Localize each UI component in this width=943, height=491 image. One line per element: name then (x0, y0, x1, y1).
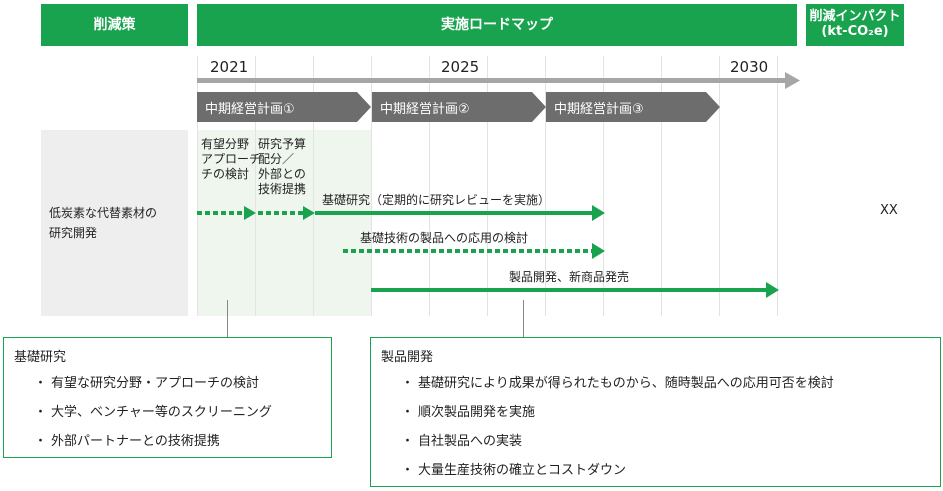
year-2021: 2021 (210, 58, 249, 76)
grid-line (545, 56, 546, 316)
arrow-head (766, 282, 779, 298)
box-title: 基礎研究 (14, 350, 67, 365)
list-item: 基礎研究により成果が得られたものから、随時製品への応用可否を検討 (381, 369, 940, 398)
step-note-line: チの検討 (201, 167, 250, 181)
row-label-background (41, 130, 188, 316)
list-item: 自社製品への実装 (381, 427, 940, 456)
phase-2: 中期経営計画② (372, 92, 546, 122)
grid-line (487, 56, 488, 316)
list-item: 大学、ベンチャー等のスクリーニング (14, 398, 331, 427)
box-basic-research: 基礎研究 有望な研究分野・アプローチの検討 大学、ベンチャー等のスクリーニング … (3, 337, 332, 458)
step-note-assessment: 有望分野 アプローチ チの検討 (201, 137, 261, 182)
header-impact-title: 削減インパクト (809, 9, 901, 25)
row-label-line: 研究開発 (49, 226, 98, 241)
box-list: 有望な研究分野・アプローチの検討 大学、ベンチャー等のスクリーニング 外部パート… (14, 369, 331, 456)
step-note-line: 有望分野 (201, 137, 250, 151)
connector-research (227, 300, 228, 337)
grid-line (197, 56, 198, 316)
arrow-head (244, 206, 256, 220)
grid-line (371, 56, 372, 316)
step-note-partnership: 研究予算 配分／ 外部との 技術提携 (258, 137, 306, 197)
list-item: 外部パートナーとの技術提携 (14, 427, 331, 456)
timeline-arrow (197, 72, 800, 89)
box-list: 基礎研究により成果が得られたものから、随時製品への応用可否を検討 順次製品開発を… (381, 369, 940, 485)
year-2030: 2030 (730, 58, 769, 76)
grid-line (603, 56, 604, 316)
step-note-line: 技術提携 (258, 182, 307, 196)
grid-line (661, 56, 662, 316)
arrow-head (592, 243, 605, 259)
step-note-line: アプローチ (201, 152, 262, 166)
step-note-line: 外部との (258, 167, 306, 181)
year-2025: 2025 (441, 58, 480, 76)
header-impact: 削減インパクト (kt-CO₂e) (806, 4, 904, 46)
step-note-line: 配分／ (258, 152, 295, 166)
phase-1: 中期経営計画① (197, 92, 371, 122)
box-product-dev: 製品開発 基礎研究により成果が得られたものから、随時製品への応用可否を検討 順次… (370, 337, 941, 487)
label-product-dev: 製品開発、新商品発売 (509, 270, 630, 284)
label-basic-research: 基礎研究（定期的に研究レビューを実施） (322, 193, 551, 207)
row-label: 低炭素な代替素材の 研究開発 (49, 203, 157, 244)
grid-line (429, 56, 430, 316)
header-impact-unit: (kt-CO₂e) (821, 24, 889, 39)
grid-line (313, 56, 314, 316)
header-roadmap: 実施ロードマップ (197, 4, 797, 46)
connector-product (523, 300, 524, 337)
grid-line (255, 56, 256, 316)
list-item: 有望な研究分野・アプローチの検討 (14, 369, 331, 398)
arrow-head (592, 205, 605, 221)
impact-value: XX (880, 203, 898, 218)
box-title: 製品開発 (381, 350, 434, 365)
header-measures: 削減策 (41, 4, 188, 46)
row-label-line: 低炭素な代替素材の (49, 206, 158, 220)
phase1-shade (197, 130, 371, 316)
phase-3: 中期経営計画③ (546, 92, 720, 122)
arrow-head (303, 206, 315, 220)
list-item: 大量生産技術の確立とコストダウン (381, 456, 940, 485)
label-application: 基礎技術の製品への応用の検討 (360, 231, 529, 245)
grid-line (719, 56, 720, 316)
list-item: 順次製品開発を実施 (381, 398, 940, 427)
step-note-line: 研究予算 (258, 137, 307, 151)
grid-line (777, 56, 778, 316)
